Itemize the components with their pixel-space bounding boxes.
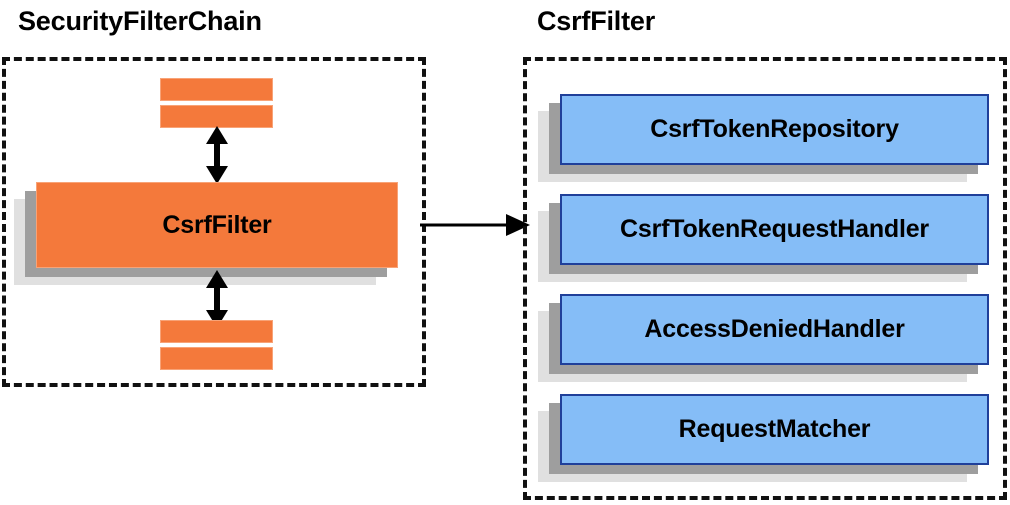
- component-label: RequestMatcher: [678, 415, 871, 443]
- filter-bar-bottom-2: [160, 347, 273, 370]
- component-label: CsrfTokenRepository: [650, 115, 899, 143]
- csrf-filter-face: CsrfFilter: [36, 182, 398, 268]
- page-title-csrf-filter: CsrfFilter: [537, 6, 656, 36]
- filter-bar-bottom-1: [160, 320, 273, 343]
- filter-bar-top-1: [160, 78, 273, 101]
- component-face: CsrfTokenRequestHandler: [560, 194, 989, 265]
- component-face: AccessDeniedHandler: [560, 294, 989, 365]
- csrffilter-to-detail-arrow-icon: [420, 208, 532, 242]
- bidirectional-arrow-down-icon: [200, 270, 234, 328]
- component-face: RequestMatcher: [560, 394, 989, 465]
- csrf-filter-label: CsrfFilter: [162, 210, 272, 239]
- component-label: AccessDeniedHandler: [644, 315, 905, 343]
- filter-bar-top-2: [160, 105, 273, 128]
- component-label: CsrfTokenRequestHandler: [620, 215, 929, 243]
- component-face: CsrfTokenRepository: [560, 94, 989, 165]
- security-filter-chain-panel: [2, 57, 426, 387]
- page-title-security-filter-chain: SecurityFilterChain: [18, 6, 262, 36]
- bidirectional-arrow-up-icon: [200, 126, 234, 184]
- csrf-filter-detail-panel: [523, 57, 1007, 500]
